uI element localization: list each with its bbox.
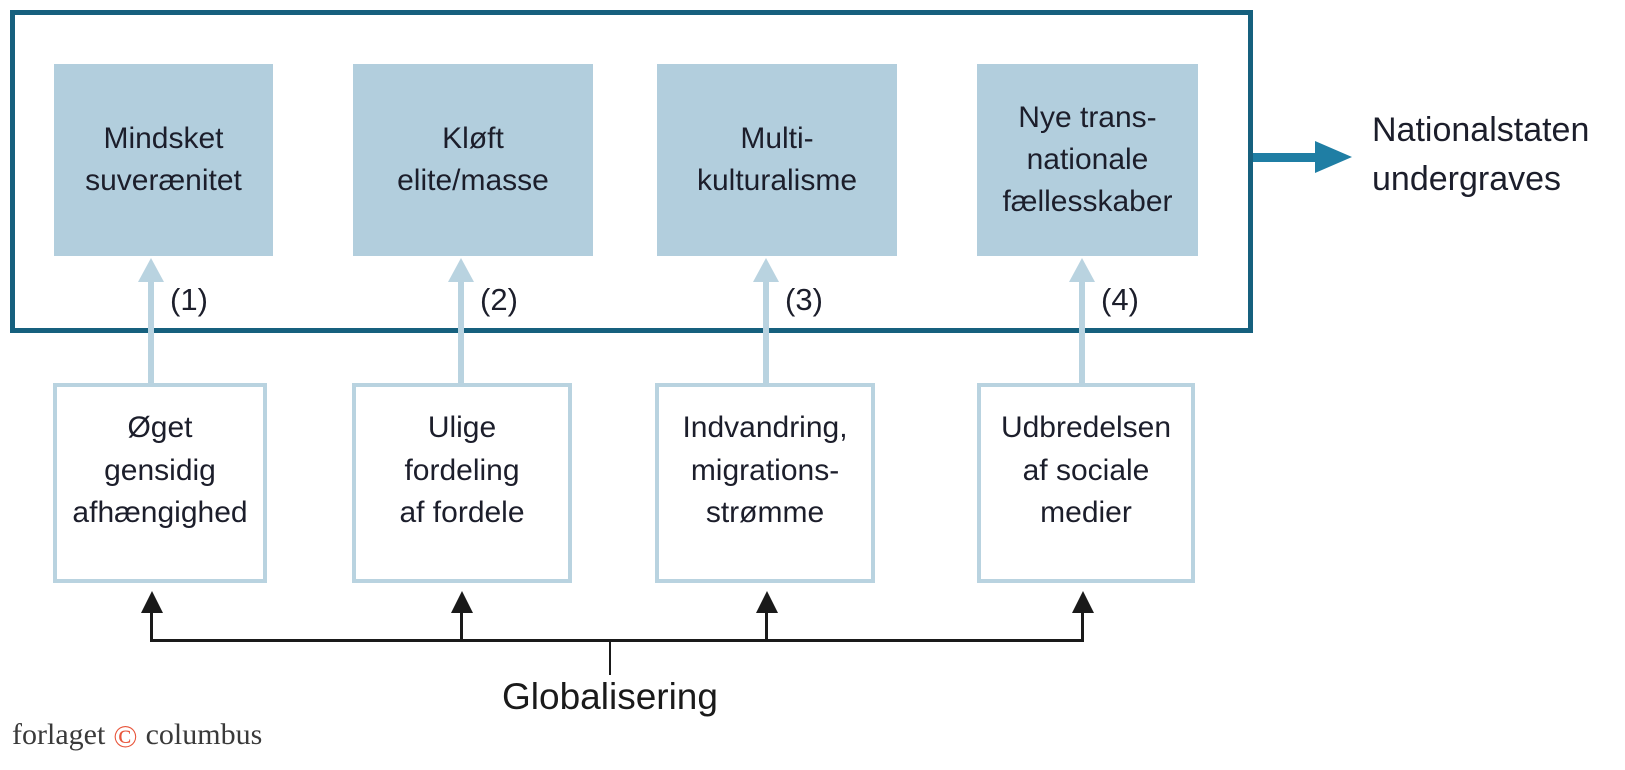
arrow-up-head-icon (138, 258, 164, 282)
cause-box-ulige-fordeling: Ulige fordeling af fordele (352, 383, 572, 583)
arrow-up-shaft-icon (1079, 280, 1085, 383)
cause-box-sociale-medier: Udbredelsen af sociale medier (977, 383, 1195, 583)
arrow-number-label-1: (1) (170, 282, 208, 317)
outcome-arrow-shaft-icon (1253, 153, 1317, 162)
arrow-number-label-4: (4) (1101, 282, 1139, 317)
effect-box-multikulturalisme: Multi- kulturalisme (657, 64, 897, 256)
arrow-up-shaft-icon (148, 280, 154, 383)
effect-box-mindsket-suveraenitet: Mindsket suverænitet (54, 64, 273, 256)
arrow-black-shaft-icon (1081, 611, 1084, 641)
arrow-up-shaft-icon (763, 280, 769, 383)
effect-box-kloeft-elite-masse: Kløft elite/masse (353, 64, 593, 256)
cause-box-oeget-gensidig-afhaengighed: Øget gensidig afhængighed (53, 383, 267, 583)
publisher-prefix: forlaget (12, 718, 106, 751)
arrow-black-head-icon (756, 591, 778, 613)
effect-box-transnationale-faellesskaber: Nye trans- nationale fællesskaber (977, 64, 1198, 256)
outcome-arrow-head-icon (1315, 141, 1352, 173)
arrow-black-head-icon (141, 591, 163, 613)
globalisering-horizontal-line (150, 639, 1084, 642)
arrow-number-label-2: (2) (480, 282, 518, 317)
arrow-up-head-icon (753, 258, 779, 282)
arrow-black-head-icon (1072, 591, 1094, 613)
arrow-up-head-icon (448, 258, 474, 282)
outcome-text: Nationalstaten undergraves (1372, 111, 1590, 199)
cause-box-indvandring-migration: Indvandring, migrations- strømme (655, 383, 875, 583)
arrow-black-shaft-icon (150, 611, 153, 641)
globalisering-label: Globalisering (502, 676, 718, 717)
globalisering-vertical-connector (609, 641, 611, 675)
arrow-up-shaft-icon (458, 280, 464, 383)
arrow-black-shaft-icon (460, 611, 463, 641)
publisher-logo: forlaget © columbus (12, 718, 262, 752)
arrow-up-head-icon (1069, 258, 1095, 282)
publisher-suffix: columbus (145, 718, 263, 751)
effects-container-box (10, 10, 1253, 333)
arrow-black-head-icon (451, 591, 473, 613)
arrow-black-shaft-icon (765, 611, 768, 641)
arrow-number-label-3: (3) (785, 282, 823, 317)
copyright-icon: © (113, 718, 138, 754)
